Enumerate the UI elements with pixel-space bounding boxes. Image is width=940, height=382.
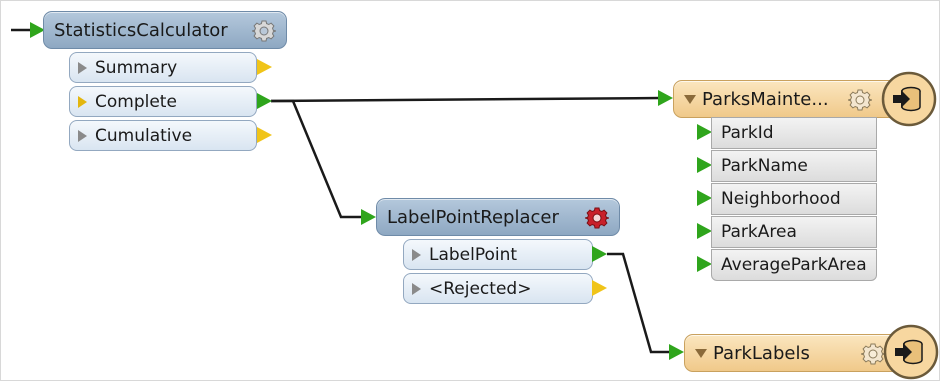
attr-parkname-port[interactable] [697, 157, 712, 173]
labelpoint-output-port[interactable] [592, 246, 607, 262]
parklabels-title: ParkLabels [713, 342, 810, 364]
parklabels-header[interactable]: ParkLabels [684, 334, 906, 372]
rejected-output-port[interactable] [592, 280, 607, 296]
port-rejected-label: <Rejected> [429, 278, 532, 299]
parksmaintenance-title: ParksMainte... [702, 88, 829, 110]
complete-output-port[interactable] [257, 93, 272, 109]
attribute-row[interactable]: ParkArea [711, 216, 877, 248]
attribute-row[interactable]: AverageParkArea [711, 249, 877, 281]
attribute-neighborhood-label: Neighborhood [721, 189, 841, 209]
collapse-triangle-icon[interactable] [684, 94, 696, 104]
attribute-row[interactable]: ParkId [711, 117, 877, 149]
port-labelpoint[interactable]: LabelPoint [403, 239, 593, 270]
expand-triangle-icon[interactable] [412, 282, 421, 295]
port-summary[interactable]: Summary [69, 52, 257, 83]
attr-parkid-port[interactable] [697, 124, 712, 140]
attribute-row[interactable]: Neighborhood [711, 183, 877, 215]
wire-labelpoint-to-parklabels[interactable] [607, 252, 673, 354]
port-summary-label: Summary [95, 57, 178, 78]
cumulative-output-port[interactable] [257, 127, 272, 143]
statisticscalculator-input-port[interactable] [30, 22, 45, 38]
attribute-averageparkarea-label: AverageParkArea [721, 255, 867, 275]
labelpointreplacer-title: LabelPointReplacer [387, 206, 559, 228]
port-complete-label: Complete [95, 91, 177, 112]
parksmaintenance-input-port[interactable] [658, 90, 673, 106]
statisticscalculator-header[interactable]: StatisticsCalculator [43, 11, 287, 49]
attr-averageparkarea-port[interactable] [697, 256, 712, 272]
gear-icon[interactable] [848, 88, 872, 112]
labelpointreplacer-header[interactable]: LabelPointReplacer [376, 198, 620, 236]
database-writer-icon [883, 324, 939, 380]
attr-parkarea-port[interactable] [697, 223, 712, 239]
collapse-triangle-icon[interactable] [695, 348, 707, 358]
attribute-parkid-label: ParkId [721, 123, 774, 143]
attribute-parkname-label: ParkName [721, 156, 808, 176]
gear-icon[interactable] [252, 19, 276, 43]
expand-triangle-icon[interactable] [78, 61, 87, 74]
database-writer-icon [881, 71, 937, 127]
expand-triangle-icon[interactable] [412, 248, 421, 261]
parklabels-input-port[interactable] [669, 344, 684, 360]
port-labelpoint-label: LabelPoint [429, 244, 518, 265]
port-cumulative[interactable]: Cumulative [69, 120, 257, 151]
statisticscalculator-title: StatisticsCalculator [54, 19, 228, 41]
attribute-parkarea-label: ParkArea [721, 222, 797, 242]
gear-icon-warning[interactable] [585, 206, 609, 230]
expand-triangle-icon[interactable] [78, 95, 87, 108]
gear-icon[interactable] [861, 342, 885, 366]
port-cumulative-label: Cumulative [95, 125, 193, 146]
labelpointreplacer-input-port[interactable] [361, 209, 376, 225]
attr-neighborhood-port[interactable] [697, 190, 712, 206]
wire-complete-to-parksmaintenance[interactable] [270, 96, 662, 103]
attribute-row[interactable]: ParkName [711, 150, 877, 182]
wire-complete-to-labelpointreplacer[interactable] [271, 99, 361, 219]
parksmaintenance-header[interactable]: ParksMainte... [673, 80, 907, 118]
summary-output-port[interactable] [257, 59, 272, 75]
port-complete[interactable]: Complete [69, 86, 257, 117]
expand-triangle-icon[interactable] [78, 129, 87, 142]
port-rejected[interactable]: <Rejected> [403, 273, 593, 304]
